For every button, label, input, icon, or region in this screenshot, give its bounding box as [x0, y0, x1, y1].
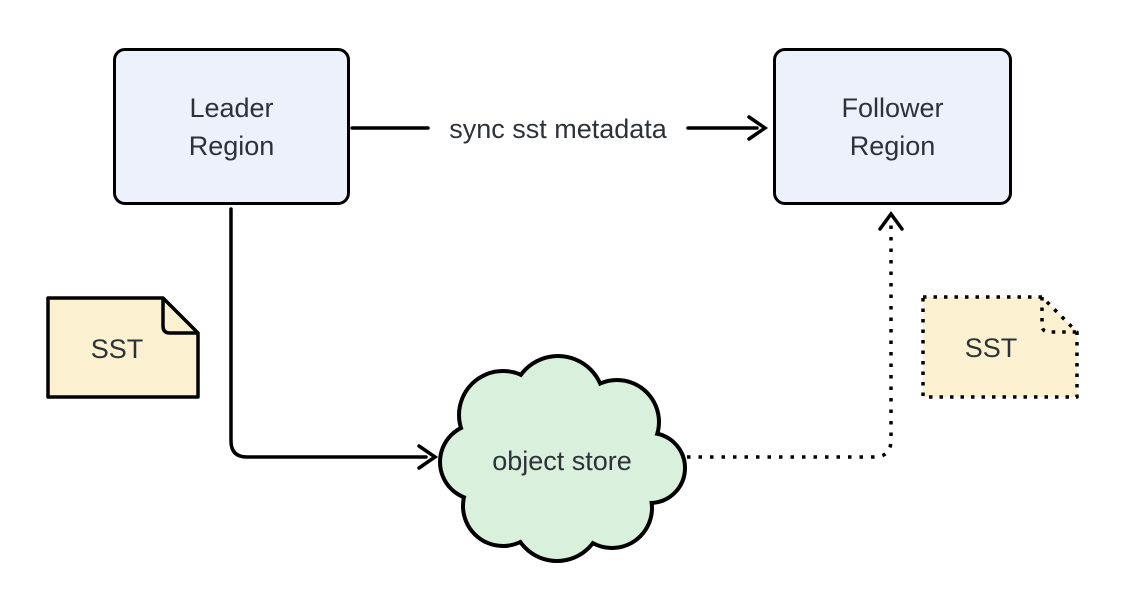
upload-edge-arrowhead-icon: [417, 444, 439, 470]
sst-replica-label: SST: [964, 333, 1018, 363]
download-edge-line: [687, 225, 893, 459]
leader-region-label: Leader Region: [188, 92, 275, 161]
object-store-label: object store: [492, 446, 632, 476]
upload-edge-line: [229, 207, 428, 459]
sync-edge-label: sync sst metadata: [449, 114, 667, 144]
sync-edge-arrowhead-icon: [747, 115, 769, 141]
sst-source-label: SST: [90, 334, 144, 364]
node-leader-region: Leader Region: [113, 48, 350, 205]
download-edge-arrowhead-icon: [878, 211, 904, 231]
node-follower-region: Follower Region: [773, 48, 1012, 205]
sst-replica-document-icon: [921, 295, 1079, 399]
sst-source-document-icon: [46, 296, 200, 399]
follower-region-label: Follower Region: [841, 92, 944, 161]
